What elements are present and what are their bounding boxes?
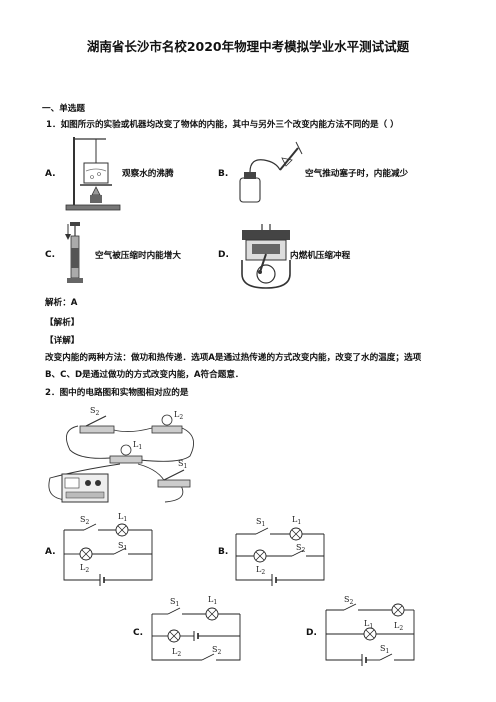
boiling-water-apparatus-figure bbox=[65, 137, 121, 211]
q1-option-a-caption: 观察水的沸腾 bbox=[122, 169, 174, 179]
physical-circuit-figure: S2 L2 L1 S1 bbox=[48, 406, 195, 503]
q1-analysis-tag: 【解析】 bbox=[45, 318, 80, 328]
svg-text:S1: S1 bbox=[118, 541, 127, 552]
svg-text:S2: S2 bbox=[80, 515, 89, 526]
test-tube-stopper-figure bbox=[239, 141, 303, 203]
q2-option-a-circuit: S2 L1 S1 L2 bbox=[63, 512, 153, 586]
section-title: 一、单选题 bbox=[42, 104, 85, 114]
q1-option-d-letter: D. bbox=[218, 250, 229, 260]
svg-text:L1: L1 bbox=[208, 595, 217, 606]
svg-text:L2: L2 bbox=[80, 563, 89, 574]
q1-option-c-caption: 空气被压缩时内能增大 bbox=[95, 251, 181, 261]
svg-text:S1: S1 bbox=[380, 644, 389, 655]
q1-option-d-caption: 内燃机压缩冲程 bbox=[290, 251, 351, 261]
svg-text:L2: L2 bbox=[256, 565, 265, 576]
svg-text:S2: S2 bbox=[212, 645, 221, 656]
q1-option-b-letter: B. bbox=[218, 169, 229, 179]
q1-option-a-letter: A. bbox=[45, 169, 56, 179]
q2-option-b-circuit: S1 L1 S2 L2 bbox=[235, 515, 325, 586]
svg-text:L2: L2 bbox=[394, 621, 403, 632]
physical-l2-label: L2 bbox=[174, 410, 183, 421]
physical-s2-label: S2 bbox=[90, 406, 99, 417]
q1-option-c-letter: C. bbox=[45, 250, 56, 260]
svg-text:L2: L2 bbox=[172, 647, 181, 658]
air-compression-cylinder-figure bbox=[65, 222, 83, 283]
physical-s1-label: S1 bbox=[178, 459, 187, 470]
q2-option-d-circuit: S2 L1 L2 S1 bbox=[325, 595, 415, 666]
svg-text:L1: L1 bbox=[292, 515, 301, 526]
q1-option-b-caption: 空气推动塞子时，内能减少 bbox=[305, 169, 409, 179]
document-title: 湖南省长沙市名校2020年物理中考模拟学业水平测试试题 bbox=[86, 39, 410, 54]
svg-text:S1: S1 bbox=[256, 517, 265, 528]
svg-text:L1: L1 bbox=[118, 512, 127, 523]
q1-answer: 解析：A bbox=[45, 298, 78, 308]
q1-explanation-line-2: B、C、D是通过做功的方式改变内能，A符合题意． bbox=[45, 370, 244, 380]
q2-option-c-circuit: S1 L1 L2 S2 bbox=[151, 595, 241, 661]
physical-l1-label: L1 bbox=[133, 440, 142, 451]
svg-text:S1: S1 bbox=[170, 597, 179, 608]
svg-text:S2: S2 bbox=[344, 595, 353, 606]
engine-compression-stroke-figure bbox=[241, 224, 291, 289]
svg-text:L1: L1 bbox=[364, 619, 373, 630]
q2-option-d-letter: D. bbox=[306, 628, 317, 638]
q1-detail-tag: 【详解】 bbox=[45, 336, 80, 346]
question-2-stem: 2．图中的电路图和实物图相对应的是 bbox=[45, 388, 189, 398]
q2-option-c-letter: C. bbox=[133, 628, 144, 638]
svg-text:S2: S2 bbox=[296, 543, 305, 554]
q1-explanation-line-1: 改变内能的两种方法：做功和热传递．选项A是通过热传递的方式改变内能，改变了水的温… bbox=[45, 353, 422, 363]
question-1-stem: 1．如图所示的实验或机器均改变了物体的内能，其中与另外三个改变内能方法不同的是（… bbox=[46, 120, 399, 130]
q2-option-a-letter: A. bbox=[45, 547, 56, 557]
q2-option-b-letter: B. bbox=[218, 547, 229, 557]
